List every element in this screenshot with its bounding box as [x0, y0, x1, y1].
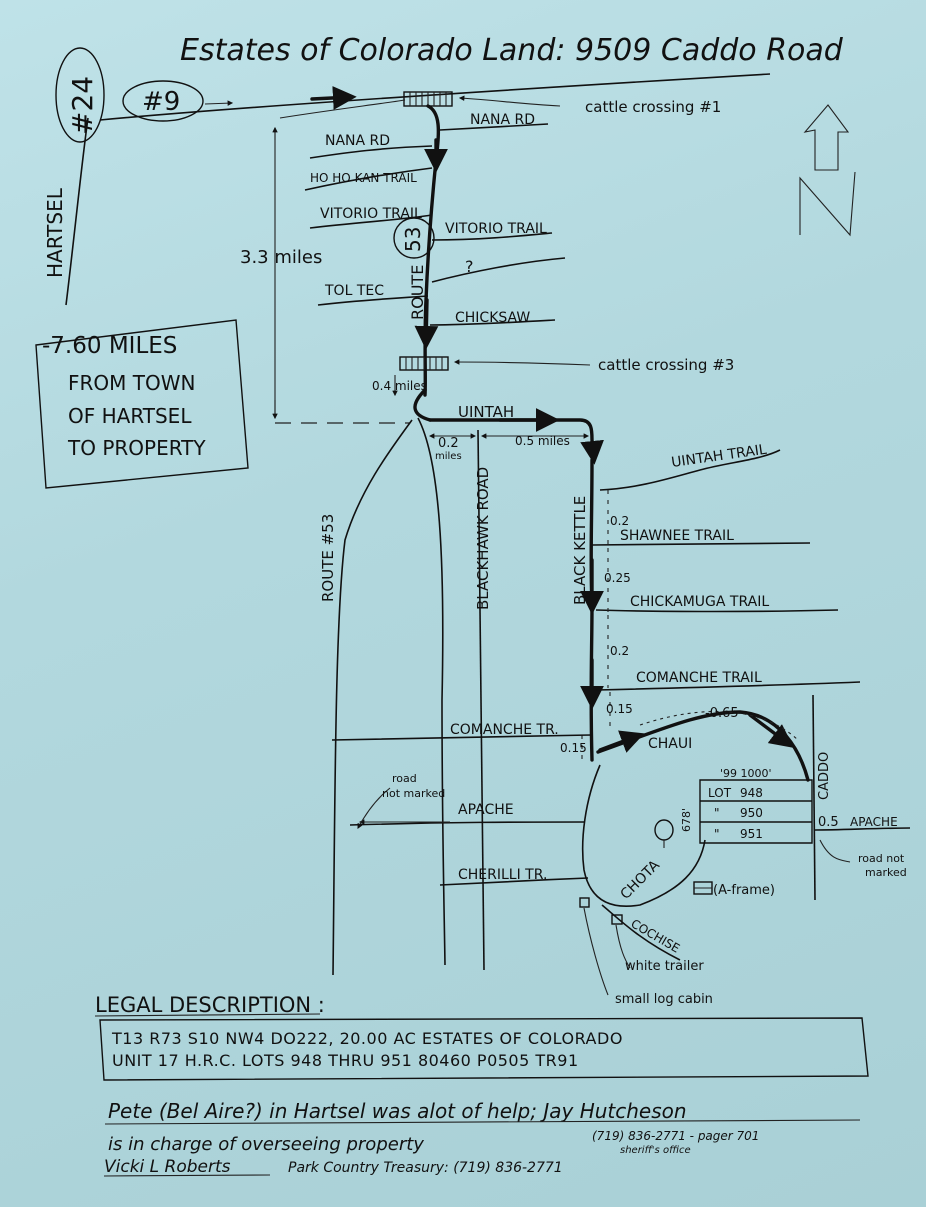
distance-0-65: -0.65: [705, 706, 739, 721]
road-not-marked-left-1: road: [392, 772, 417, 785]
legal-line-2: UNIT 17 H.R.C. LOTS 948 THRU 951 80460 P…: [112, 1051, 579, 1070]
note-line-2: FROM TOWN: [68, 371, 195, 395]
hwy24-road: [65, 117, 89, 306]
note-line-3: OF HARTSEL: [68, 404, 192, 428]
comanche-trail-label: COMANCHE TRAIL: [636, 670, 762, 686]
segment-0-2-b: 0.2: [610, 644, 629, 658]
lot-row-2-num: 950: [740, 806, 763, 820]
route53-lower: [332, 419, 413, 976]
lot-row-1-num: 948: [740, 786, 763, 800]
blackhawk-label: BLACKHAWK ROAD: [474, 467, 492, 610]
distance-3-3-miles: 3.3 miles: [240, 247, 322, 268]
north-arrow-icon: [799, 104, 856, 237]
shawnee-trail-label: SHAWNEE TRAIL: [620, 528, 734, 544]
black-kettle-label: BLACK KETTLE: [571, 496, 589, 605]
road-not-marked-left-2: not marked: [382, 787, 445, 800]
hartsel-label: HARTSEL: [43, 187, 67, 278]
north-label: N: [0, 0, 1, 1]
map-title: Estates of Colorado Land: 9509 Caddo Roa…: [180, 33, 844, 68]
cabin-icon: [579, 897, 590, 908]
cochise-label: COCHISE: [629, 916, 683, 955]
road-vitorio-left: VITORIO TRAIL: [320, 206, 422, 222]
note-sheriff: sheriff's office: [620, 1145, 691, 1156]
lots-header: '99 1000': [720, 767, 772, 780]
lots-table: [699, 779, 813, 844]
chickamuga-trail-label: CHICKAMUGA TRAIL: [630, 594, 769, 610]
caddo-road: [812, 694, 816, 901]
uintah-road: [428, 418, 604, 465]
hwy24-label: #24: [66, 76, 99, 135]
road-ho-ho-kan: HO HO KAN TRAIL: [310, 171, 417, 185]
trailer-icon: [611, 914, 623, 925]
distance-0-5: 0.5 miles: [515, 434, 570, 448]
route53-label: ROUTE: [408, 265, 427, 320]
chota-road: [581, 764, 706, 907]
lot-row-3-num: 951: [740, 827, 763, 841]
distance-0-2-miles: miles: [435, 451, 462, 462]
lot-row-2-label: ": [714, 806, 720, 820]
chota-label: CHOTA: [618, 857, 664, 903]
note-phone: (719) 836-2771 - pager 701: [592, 1129, 759, 1143]
route53-badge-label: 53: [401, 227, 425, 252]
route53-lower-label: ROUTE #53: [319, 514, 337, 602]
lot-row-1-label: LOT: [708, 786, 732, 800]
segment-0-15-b: 0.15: [560, 741, 587, 755]
cattle-crossing-3-icon: [399, 356, 449, 371]
legal-heading: LEGAL DESCRIPTION :: [95, 993, 325, 1017]
road-unknown: ?: [465, 257, 474, 276]
cattle-crossing-3-label: cattle crossing #3: [598, 356, 734, 374]
segment-0-15-a: 0.15: [606, 702, 633, 716]
note-pete: Pete (Bel Aire?) in Hartsel was alot of …: [108, 1099, 687, 1123]
hwy9-road: [99, 73, 771, 121]
legal-heading-underline: [94, 1013, 321, 1017]
hwy9-bold-arrow: [310, 86, 357, 110]
legal-line-1: T13 R73 S10 NW4 DO222, 20.00 AC ESTATES …: [111, 1029, 623, 1048]
legal-box: [99, 1017, 869, 1081]
aframe-label: (A-frame): [713, 883, 775, 898]
note-treasury: Park Country Treasury: (719) 836-2771: [288, 1160, 563, 1176]
road-chicksaw: CHICKSAW: [455, 310, 530, 326]
comanche-tr-label: COMANCHE TR.: [450, 722, 559, 738]
uintah-trail-label: UINTAH TRAIL: [670, 442, 768, 471]
distance-0-4: 0.4 miles: [372, 379, 427, 393]
road-not-marked-right-1: road not: [858, 852, 905, 865]
distance-0-5-caddo: 0.5: [818, 815, 839, 830]
hwy9-label: #9: [142, 87, 180, 117]
segment-0-2-a: 0.2: [610, 514, 629, 528]
cabin-label: small log cabin: [615, 992, 713, 1007]
chaui-road: [596, 710, 810, 782]
tree-icon: [654, 819, 674, 848]
road-nana-left: NANA RD: [325, 133, 390, 149]
road-nana-right: NANA RD: [470, 112, 535, 128]
note-line-4: TO PROPERTY: [67, 436, 206, 460]
cattle-crossing-1-label: cattle crossing #1: [585, 98, 721, 116]
note-box: [35, 319, 249, 489]
note-overseeing: is in charge of overseeing property: [108, 1134, 424, 1155]
lot-row-3-label: ": [714, 827, 720, 841]
hwy9-badge: [122, 80, 204, 122]
hwy9-direction-arrow: [204, 100, 234, 106]
trailer-label: white trailer: [625, 959, 704, 974]
apache-right-label: APACHE: [850, 815, 898, 829]
road-tol-tec: TOL TEC: [324, 283, 384, 299]
lots-side: 678': [680, 808, 693, 832]
note-vicki: Vicki L Roberts: [104, 1157, 231, 1177]
road-to-blackhawk: [417, 417, 446, 966]
cherilli-label: CHERILLI TR.: [458, 867, 547, 883]
road-not-marked-right-2: marked: [865, 866, 907, 879]
chaui-label: CHAUI: [648, 736, 692, 752]
road-vitorio-right: VITORIO TRAIL: [445, 221, 547, 237]
segment-0-25: 0.25: [604, 571, 631, 585]
distance-0-2: 0.2: [438, 436, 459, 451]
caddo-label: CADDO: [817, 752, 832, 800]
hwy24-badge: [55, 47, 105, 143]
apache-label: APACHE: [458, 802, 514, 818]
aframe-icon: [693, 881, 713, 895]
uintah-label: UINTAH: [458, 403, 514, 421]
note-line-1: -7.60 MILES: [42, 333, 177, 359]
